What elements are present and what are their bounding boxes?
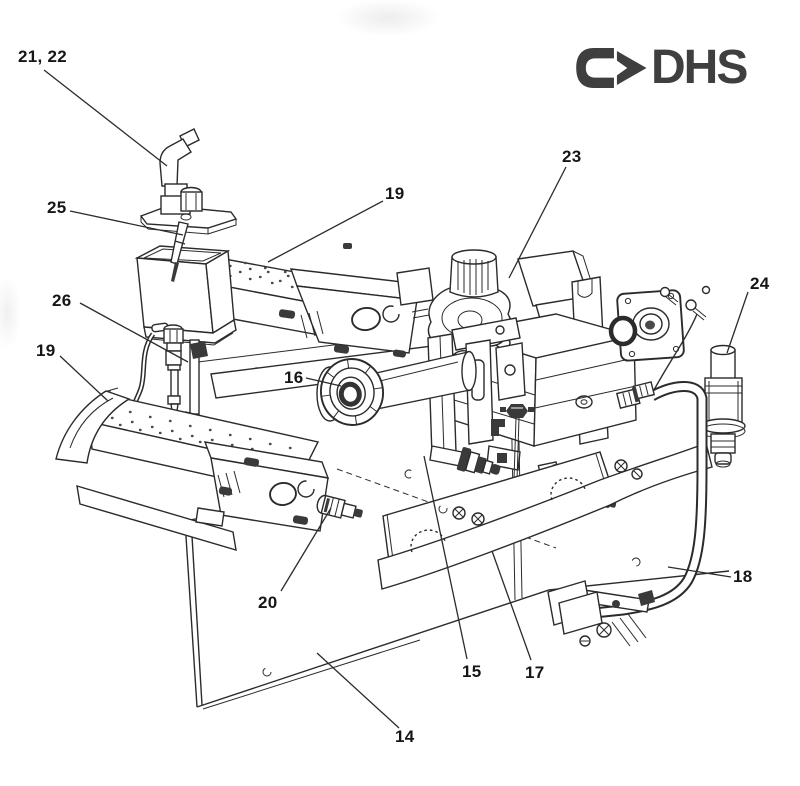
- callout-label-23: 23: [562, 147, 582, 166]
- tube-clamp-drawing: [547, 580, 655, 647]
- tube-fitting-drawing: [615, 381, 656, 409]
- callout-label-19-upper: 19: [385, 184, 405, 203]
- leader-23: [508, 166, 567, 279]
- callout-label-15: 15: [462, 662, 482, 681]
- leader-15: [423, 455, 468, 660]
- leader-21-22: [43, 69, 168, 167]
- callout-label-14: 14: [395, 727, 415, 746]
- leader-26: [79, 302, 189, 363]
- callout-label-24: 24: [750, 274, 770, 293]
- leader-14: [316, 652, 400, 729]
- pilot-burner-assembly-drawing: [139, 128, 238, 282]
- dhs-arrow-logo-icon: [576, 48, 647, 88]
- solenoid-valve-drawing: [700, 344, 746, 468]
- lower-support-rail-drawing: [76, 485, 237, 551]
- callout-label-19-left: 19: [36, 341, 56, 360]
- callout-label-18: 18: [733, 567, 753, 586]
- leader-20: [280, 507, 332, 592]
- callout-label-21-22: 21, 22: [18, 47, 68, 66]
- callout-label-20: 20: [258, 593, 278, 612]
- leader-19-upper: [267, 200, 384, 263]
- pipe-union-16-drawing: [316, 350, 477, 426]
- leader-24: [726, 291, 749, 354]
- brand-logo-text: DHS: [651, 41, 748, 94]
- injector-20-drawing: [316, 494, 363, 519]
- leader-18: [667, 566, 732, 578]
- leader-lines: [43, 69, 749, 729]
- callout-label-17: 17: [525, 663, 545, 682]
- gas-tube-18-drawing: [583, 381, 708, 620]
- upper-burner-bracket-drawing: [278, 268, 419, 358]
- callout-label-25: 25: [47, 198, 67, 217]
- leader-17: [491, 550, 532, 661]
- callout-label-26: 26: [52, 291, 72, 310]
- brand-logo: DHS: [574, 40, 748, 96]
- callout-label-16: 16: [284, 368, 304, 387]
- leader-25: [69, 210, 184, 236]
- lower-burner-bracket-drawing: [195, 441, 330, 532]
- leader-19-left: [59, 355, 109, 402]
- flange-plate-drawing: [608, 285, 711, 391]
- injector-a-drawing: [456, 446, 501, 475]
- leader-16: [305, 377, 342, 387]
